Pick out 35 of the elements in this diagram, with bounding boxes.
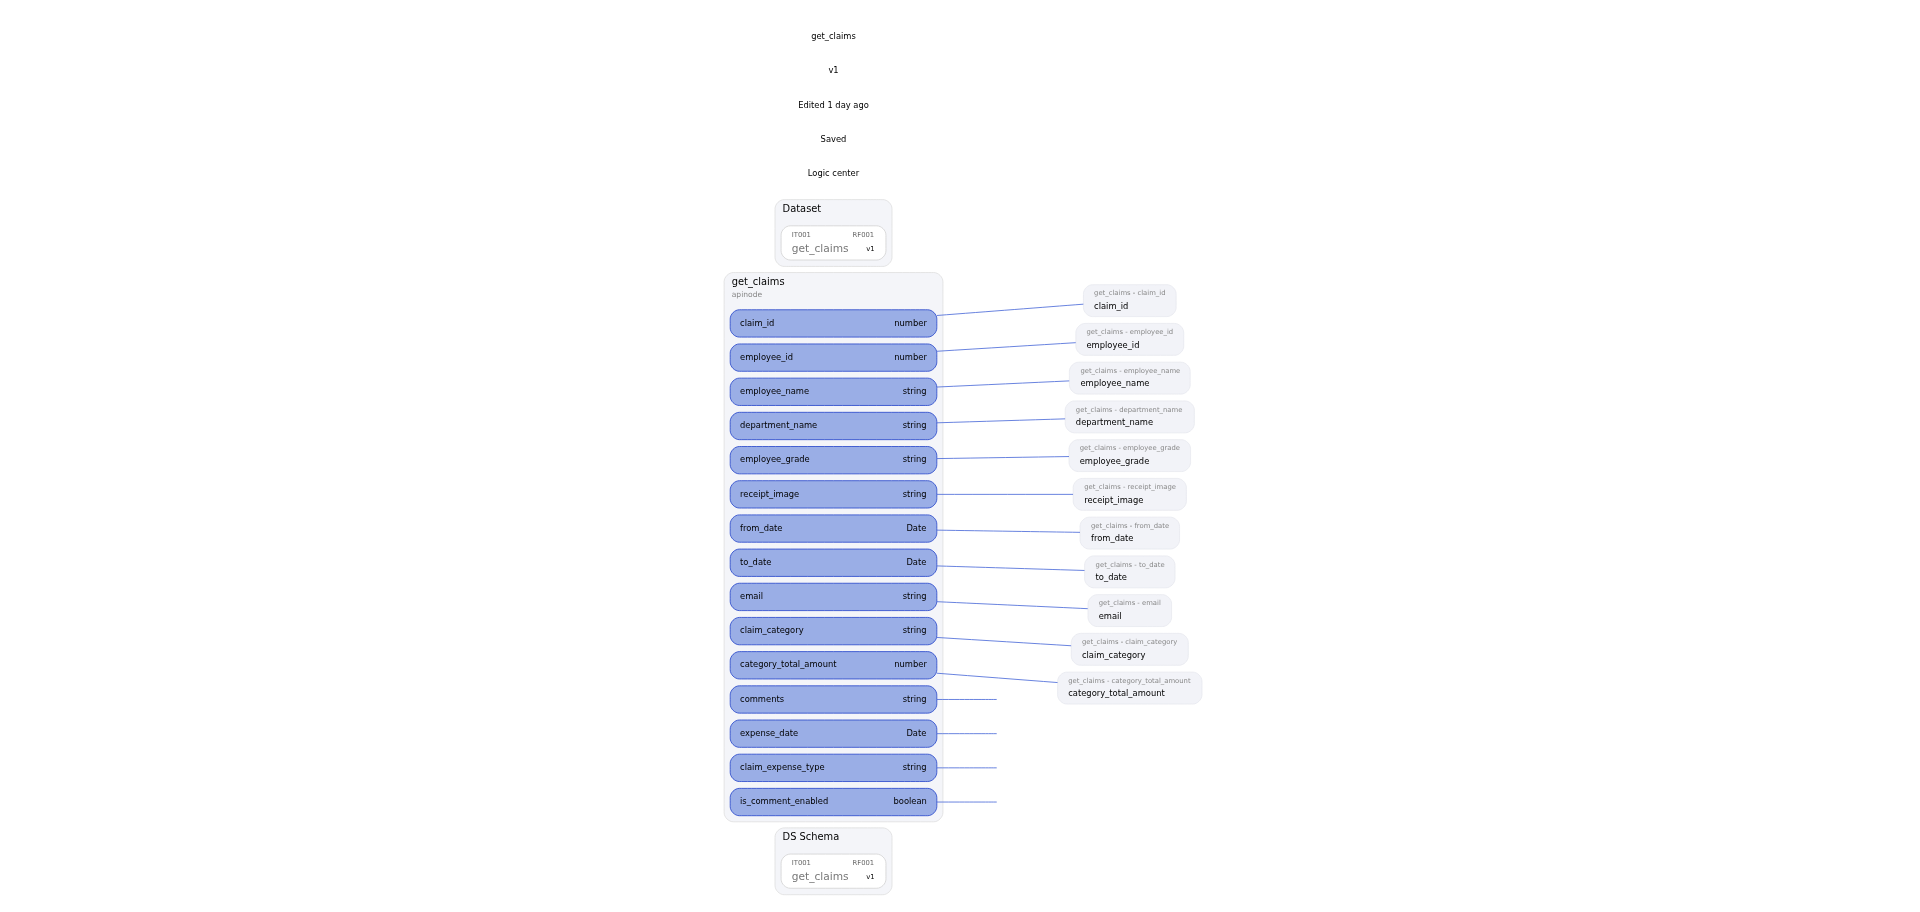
connector: [936, 601, 1089, 610]
node-box: expense_date Date: [729, 719, 938, 748]
connector: [936, 342, 1077, 352]
connector: [936, 637, 1072, 647]
node-box: category_total_amount number: [729, 651, 938, 680]
node-box: is_comment_enabled boolean: [729, 788, 938, 817]
label: get_claims: [811, 31, 856, 42]
node-box: employee_id number: [729, 343, 938, 372]
connector: [936, 418, 1066, 424]
node-box: from_date Date: [729, 514, 938, 543]
label: Logic center: [807, 167, 860, 178]
label: Saved: [820, 133, 847, 144]
node-box: email string: [729, 582, 938, 611]
node-box: to_date Date: [729, 548, 938, 577]
connector: [936, 456, 1070, 459]
node-box: claim_expense_type string: [729, 753, 938, 782]
node-box: employee_grade string: [729, 446, 938, 475]
connector: [936, 733, 998, 735]
connector: [936, 493, 1074, 495]
node-box: claim_category string: [729, 617, 938, 646]
connector: [936, 529, 1081, 533]
connector: [936, 303, 1084, 316]
connector: [936, 565, 1085, 571]
node-box: claim_id number: [729, 309, 938, 338]
label: v1: [828, 65, 839, 76]
connector: [936, 767, 998, 769]
node-box: employee_name string: [729, 377, 938, 406]
node-box: department_name string: [729, 411, 938, 441]
label: Edited 1 day ago: [798, 99, 869, 110]
connector: [936, 672, 1058, 683]
node-box: receipt_image string: [729, 480, 938, 509]
node-box: comments string: [729, 685, 938, 714]
connector: [936, 801, 998, 803]
connector: [936, 380, 1070, 388]
connector: [936, 699, 998, 700]
